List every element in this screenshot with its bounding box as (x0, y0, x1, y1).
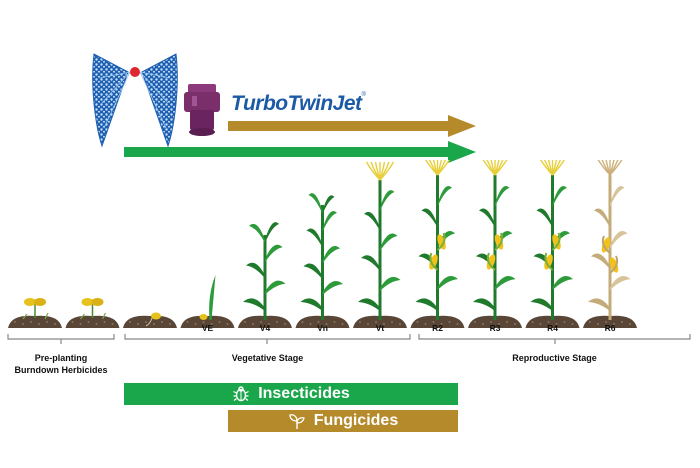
stage-label: Vt (375, 323, 385, 333)
arrow-right-icon (448, 115, 476, 137)
growth-stage (525, 160, 580, 328)
stage-label: Vn (317, 323, 328, 333)
stage-brackets (7, 334, 691, 344)
nozzle-icon (184, 84, 220, 136)
insecticides-label: Insecticides (258, 385, 350, 402)
growth-stage (468, 160, 522, 328)
preplant-label: Pre-planting Burndown Herbicides (8, 352, 114, 376)
stage-label: VE (201, 323, 214, 333)
growth-stages-row (8, 160, 637, 328)
fungicides-bar: Fungicides (228, 410, 458, 432)
sprout-icon (289, 414, 305, 429)
registered-mark: ® (361, 92, 366, 98)
growth-stage (353, 161, 407, 328)
twin-spray-illustration (92, 53, 178, 148)
growth-stage (410, 160, 465, 328)
stage-label: R6 (604, 323, 616, 333)
preplant-line1: Pre-planting (34, 353, 88, 363)
reproductive-stage-label: Reproductive Stage (512, 353, 597, 363)
preplant-line2: Burndown Herbicides (14, 365, 108, 375)
insecticide-timing-arrow (124, 141, 476, 163)
brand-name: TurboTwinJet® (231, 92, 366, 116)
growth-stage (295, 193, 350, 328)
fungicide-timing-arrow (228, 115, 476, 137)
nozzle-tip-icon (130, 67, 140, 77)
growth-stage (180, 275, 235, 328)
growth-stage (8, 298, 62, 328)
growth-stage (583, 160, 637, 328)
insecticides-bar: Insecticides (124, 383, 458, 405)
arrow-right-icon (448, 141, 476, 163)
growth-stage (65, 298, 120, 328)
stage-label: R4 (547, 323, 558, 333)
stage-label: R3 (489, 323, 501, 333)
brand-text: TurboTwinJet (231, 92, 362, 115)
growth-stage (238, 222, 292, 328)
stage-label: R2 (432, 323, 443, 333)
growth-stage (123, 312, 177, 328)
vegetative-stage-label: Vegetative Stage (231, 353, 304, 363)
fungicides-label: Fungicides (313, 412, 399, 429)
stage-label: V4 (259, 323, 271, 333)
bug-icon (233, 386, 249, 402)
